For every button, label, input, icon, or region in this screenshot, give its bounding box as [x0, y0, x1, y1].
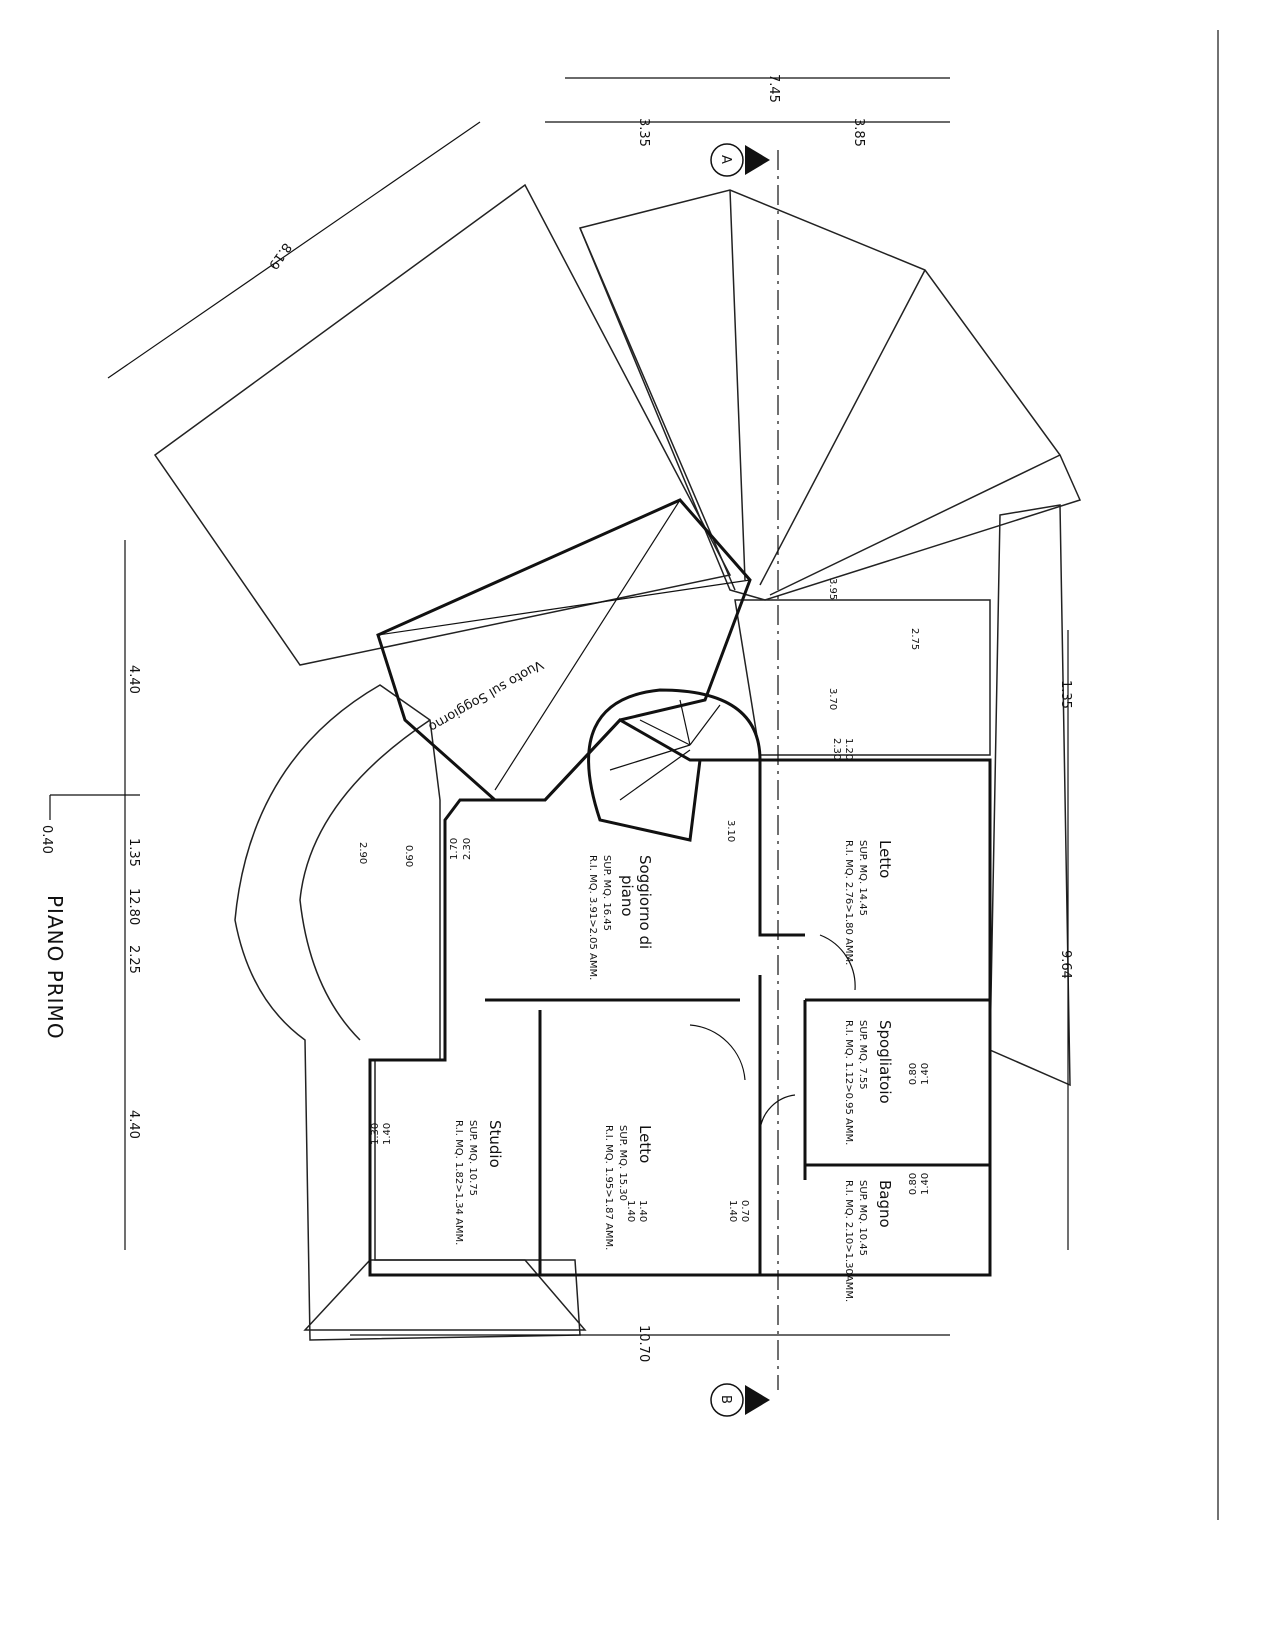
- svg-text:B: B: [718, 1395, 733, 1404]
- svg-text:Bagno: Bagno: [876, 1180, 894, 1228]
- svg-text:Spogliatoio: Spogliatoio: [876, 1020, 894, 1104]
- svg-text:SUP. MQ. 10.75: SUP. MQ. 10.75: [467, 1120, 478, 1196]
- svg-text:10.70: 10.70: [636, 1325, 651, 1362]
- svg-text:1.40: 1.40: [382, 1123, 393, 1145]
- svg-text:1.40: 1.40: [920, 1173, 931, 1195]
- spiral-stair: [587, 688, 762, 842]
- svg-text:3.85: 3.85: [851, 118, 866, 147]
- svg-text:3.95: 3.95: [827, 578, 838, 600]
- svg-text:SUP. MQ. 10.45: SUP. MQ. 10.45: [857, 1180, 868, 1256]
- svg-text:0.80: 0.80: [908, 1063, 919, 1085]
- svg-text:2.30: 2.30: [831, 738, 842, 760]
- svg-text:SUP. MQ. 14.45: SUP. MQ. 14.45: [857, 840, 868, 916]
- svg-text:1.30: 1.30: [370, 1123, 381, 1145]
- svg-text:R.I. MQ. 2.10>1.30AMM.: R.I. MQ. 2.10>1.30AMM.: [843, 1180, 854, 1302]
- svg-text:2.90: 2.90: [357, 842, 368, 864]
- void-label: Vuoto sul Soggiorno: [426, 657, 546, 735]
- svg-text:R.I. MQ. 1.95>1.87 AMM.: R.I. MQ. 1.95>1.87 AMM.: [603, 1125, 614, 1250]
- svg-text:R.I. MQ. 2.76>1.80 AMM.: R.I. MQ. 2.76>1.80 AMM.: [843, 840, 854, 965]
- roof-hips: [579, 189, 1061, 596]
- terrace-curved: [299, 719, 431, 1041]
- svg-text:Letto: Letto: [876, 840, 894, 878]
- svg-text:0.80: 0.80: [908, 1173, 919, 1195]
- svg-text:9.64: 9.64: [1058, 950, 1073, 979]
- room-bagno: Bagno SUP. MQ. 10.45 R.I. MQ. 2.10>1.30A…: [843, 1180, 894, 1302]
- svg-text:SUP. MQ. 16.45: SUP. MQ. 16.45: [601, 855, 612, 931]
- svg-text:1.20: 1.20: [843, 738, 854, 760]
- svg-text:1.70: 1.70: [449, 838, 460, 860]
- section-marker-a: A: [710, 143, 770, 177]
- svg-text:piano: piano: [618, 875, 636, 917]
- svg-text:R.I. MQ. 3.91>2.05 AMM.: R.I. MQ. 3.91>2.05 AMM.: [587, 855, 598, 980]
- door-swings: [689, 934, 856, 1131]
- svg-text:Soggiorno di: Soggiorno di: [636, 855, 654, 949]
- svg-text:1.35: 1.35: [126, 838, 141, 867]
- svg-text:1.40: 1.40: [637, 1200, 648, 1222]
- roof-right: [989, 504, 1071, 1087]
- svg-text:0.70: 0.70: [739, 1200, 750, 1222]
- svg-text:R.I. MQ. 1.82>1.34 AMM.: R.I. MQ. 1.82>1.34 AMM.: [453, 1120, 464, 1245]
- roof-terrace-left: [234, 684, 581, 1341]
- svg-text:SUP. MQ. 7.55: SUP. MQ. 7.55: [857, 1020, 868, 1090]
- svg-text:0.90: 0.90: [403, 845, 414, 867]
- svg-text:3.35: 3.35: [636, 118, 651, 147]
- room-soggiorno: Soggiorno di piano SUP. MQ. 16.45 R.I. M…: [587, 855, 654, 980]
- svg-text:12.80: 12.80: [126, 888, 141, 925]
- svg-text:4.40: 4.40: [126, 1110, 141, 1139]
- terrace-right: [734, 599, 991, 756]
- roof-hip: [578, 189, 1082, 601]
- room-studio: Studio SUP. MQ. 10.75 R.I. MQ. 1.82>1.34…: [453, 1120, 504, 1245]
- svg-text:4.40: 4.40: [126, 665, 141, 694]
- dimensions: 7.45 3.35 3.85 8.19 4.40 1.35 2.25 4.40 …: [39, 74, 1073, 1362]
- svg-text:A: A: [718, 155, 733, 164]
- svg-text:3.10: 3.10: [725, 820, 736, 842]
- svg-text:SUP. MQ. 15.30: SUP. MQ. 15.30: [617, 1125, 628, 1201]
- svg-text:1.40: 1.40: [727, 1200, 738, 1222]
- svg-text:Studio: Studio: [486, 1120, 504, 1168]
- room-spogliatoio: Spogliatoio SUP. MQ. 7.55 R.I. MQ. 1.12>…: [843, 1020, 894, 1145]
- svg-text:1.40: 1.40: [920, 1063, 931, 1085]
- svg-text:2.75: 2.75: [909, 628, 920, 650]
- svg-text:Letto: Letto: [636, 1125, 654, 1163]
- stair-treads: [609, 699, 721, 801]
- svg-text:0.40: 0.40: [39, 825, 54, 854]
- roof-large: [153, 183, 732, 666]
- svg-text:7.45: 7.45: [766, 74, 781, 103]
- room-letto-1: Letto SUP. MQ. 14.45 R.I. MQ. 2.76>1.80 …: [843, 840, 894, 965]
- section-marker-b: B: [710, 1383, 770, 1417]
- interior-walls: [485, 760, 990, 1275]
- svg-text:R.I. MQ. 1.12>0.95 AMM.: R.I. MQ. 1.12>0.95 AMM.: [843, 1020, 854, 1145]
- svg-text:3.70: 3.70: [827, 688, 838, 710]
- svg-text:2.25: 2.25: [126, 945, 141, 974]
- roof-bottom: [303, 1259, 587, 1331]
- plan-title: PIANO PRIMO: [43, 895, 67, 1040]
- svg-text:2.30: 2.30: [462, 838, 473, 860]
- house-outline: [368, 718, 992, 1277]
- svg-text:1.40: 1.40: [625, 1200, 636, 1222]
- room-letto-2: Letto SUP. MQ. 15.30 R.I. MQ. 1.95>1.87 …: [603, 1125, 654, 1250]
- svg-text:1.35: 1.35: [1058, 680, 1073, 709]
